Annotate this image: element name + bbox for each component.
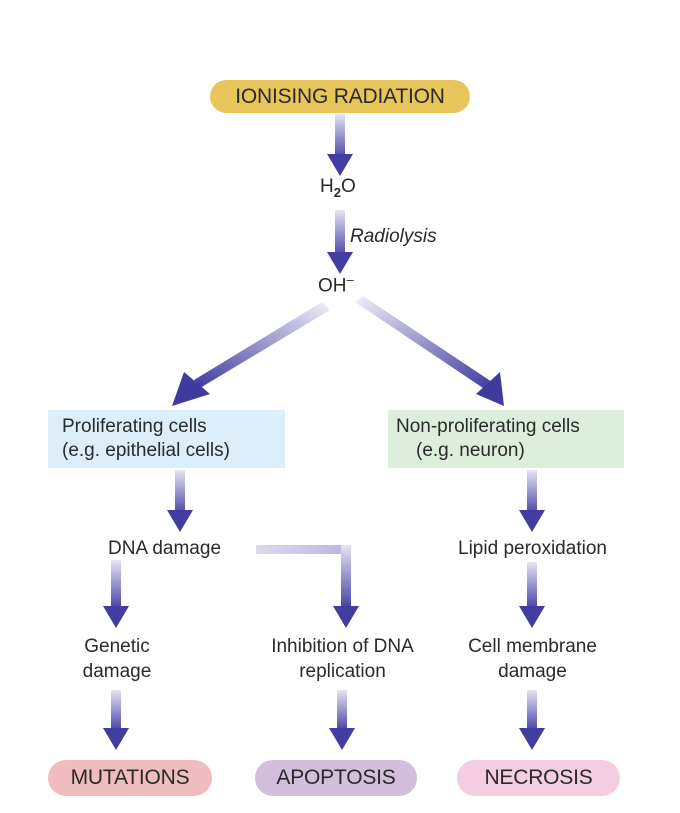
non-proliferating-line2: (e.g. neuron) — [416, 440, 525, 461]
hydroxyl-node: OH– — [318, 272, 354, 297]
ionising-radiation-label: IONISING RADIATION — [235, 84, 445, 108]
arrow-h2o-to-oh — [327, 210, 353, 274]
inhibition-dna-replication-label: Inhibition of DNA replication — [250, 634, 435, 684]
proliferating-line1: Proliferating cells — [62, 416, 207, 437]
non-proliferating-line1: Non-proliferating cells — [396, 416, 580, 437]
arrow-oh-to-proliferating — [172, 302, 330, 406]
apoptosis-outcome: APOPTOSIS — [255, 760, 417, 796]
proliferating-cells-box: Proliferating cells (e.g. epithelial cel… — [48, 410, 285, 468]
h2o-subscript: 2 — [333, 184, 341, 200]
arrow-membrane-to-necrosis — [519, 690, 545, 750]
mutations-label: MUTATIONS — [70, 766, 190, 789]
genetic-damage-line2: damage — [82, 661, 152, 682]
oh-base: OH — [318, 275, 347, 297]
arrow-proliferating-to-dna — [167, 470, 193, 532]
dna-damage-label: DNA damage — [108, 538, 222, 559]
arrow-oh-to-nonproliferating — [355, 296, 504, 406]
mutations-outcome: MUTATIONS — [48, 760, 212, 796]
h2o-base: H — [320, 176, 334, 197]
ionising-radiation-node: IONISING RADIATION — [210, 80, 470, 113]
arrow-dna-to-inhibition — [256, 545, 359, 628]
radiolysis-label: Radiolysis — [350, 226, 437, 247]
membrane-line2: damage — [498, 661, 567, 682]
necrosis-outcome: NECROSIS — [457, 760, 620, 796]
arrow-genetic-to-mutations — [103, 690, 129, 750]
genetic-damage-line1: Genetic — [84, 636, 150, 657]
inhibition-line1: Inhibition of DNA — [271, 636, 414, 657]
h2o-node: H2O — [320, 176, 356, 200]
arrow-radiation-to-h2o — [327, 114, 353, 176]
lipid-peroxidation-label: Lipid peroxidation — [458, 538, 607, 559]
oh-charge: – — [346, 272, 354, 287]
arrow-inhibition-to-apoptosis — [329, 690, 355, 750]
necrosis-label: NECROSIS — [484, 766, 593, 789]
genetic-damage-label: Genetic damage — [62, 634, 172, 684]
non-proliferating-cells-box: Non-proliferating cells (e.g. neuron) — [388, 410, 624, 468]
apoptosis-label: APOPTOSIS — [276, 766, 396, 789]
arrow-nonproliferating-to-lipid — [519, 470, 545, 532]
proliferating-line2: (e.g. epithelial cells) — [62, 440, 230, 461]
h2o-tail: O — [340, 176, 356, 197]
arrow-lipid-to-membrane — [519, 562, 545, 628]
cell-membrane-damage-label: Cell membrane damage — [450, 634, 615, 684]
arrow-dna-to-genetic — [103, 560, 129, 628]
membrane-line1: Cell membrane — [468, 636, 597, 657]
inhibition-line2: replication — [299, 661, 386, 682]
